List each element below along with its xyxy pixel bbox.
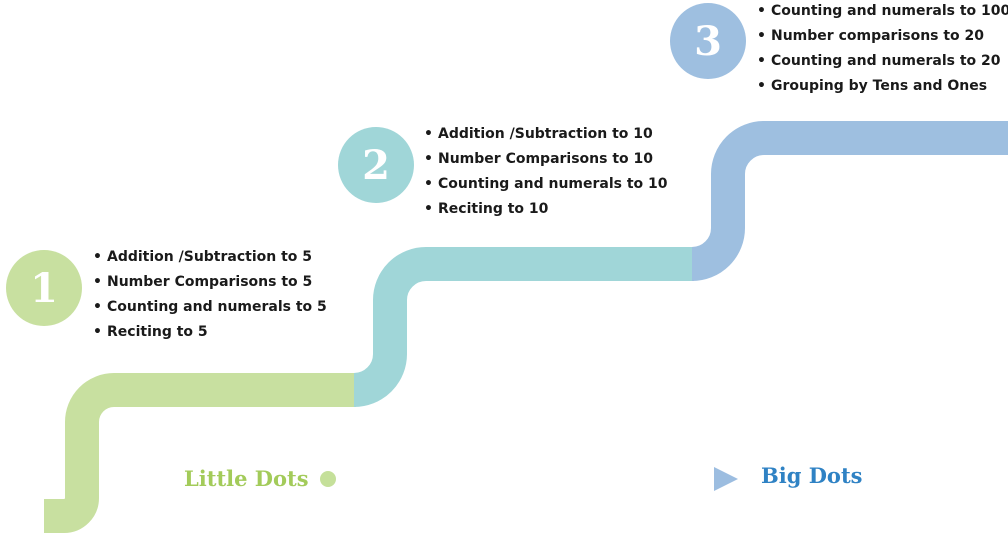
scale-end-label: Big Dots — [761, 463, 863, 488]
step-2-path — [352, 247, 694, 407]
list-item: Addition /Subtraction to 10 — [424, 122, 668, 147]
list-item: Grouping by Tens and Ones — [757, 74, 1008, 99]
list-item: Number Comparisons to 10 — [424, 147, 668, 172]
list-item: Counting and numerals to 10 — [424, 172, 668, 197]
list-item: Counting and numerals to 100 — [757, 0, 1008, 24]
level-1-skill-list: Addition /Subtraction to 5 Number Compar… — [93, 245, 327, 345]
step-1-path — [44, 373, 356, 533]
list-item: Number comparisons to 20 — [757, 24, 1008, 49]
level-3-badge: 3 — [670, 3, 746, 79]
list-item: Addition /Subtraction to 5 — [93, 245, 327, 270]
list-item: Reciting to 10 — [424, 197, 668, 222]
level-1-badge: 1 — [6, 250, 82, 326]
level-2-badge: 2 — [338, 127, 414, 203]
step-3-path — [690, 121, 1008, 281]
list-item: Counting and numerals to 20 — [757, 49, 1008, 74]
list-item: Counting and numerals to 5 — [93, 295, 327, 320]
progress-arrow-head — [714, 467, 738, 491]
scale-start-label: Little Dots — [184, 466, 309, 491]
progress-arrow-start-dot — [320, 471, 336, 487]
level-2-skill-list: Addition /Subtraction to 10 Number Compa… — [424, 122, 668, 222]
list-item: Number Comparisons to 5 — [93, 270, 327, 295]
list-item: Reciting to 5 — [93, 320, 327, 345]
level-3-skill-list: Counting and numerals to 100 Number comp… — [757, 0, 1008, 99]
